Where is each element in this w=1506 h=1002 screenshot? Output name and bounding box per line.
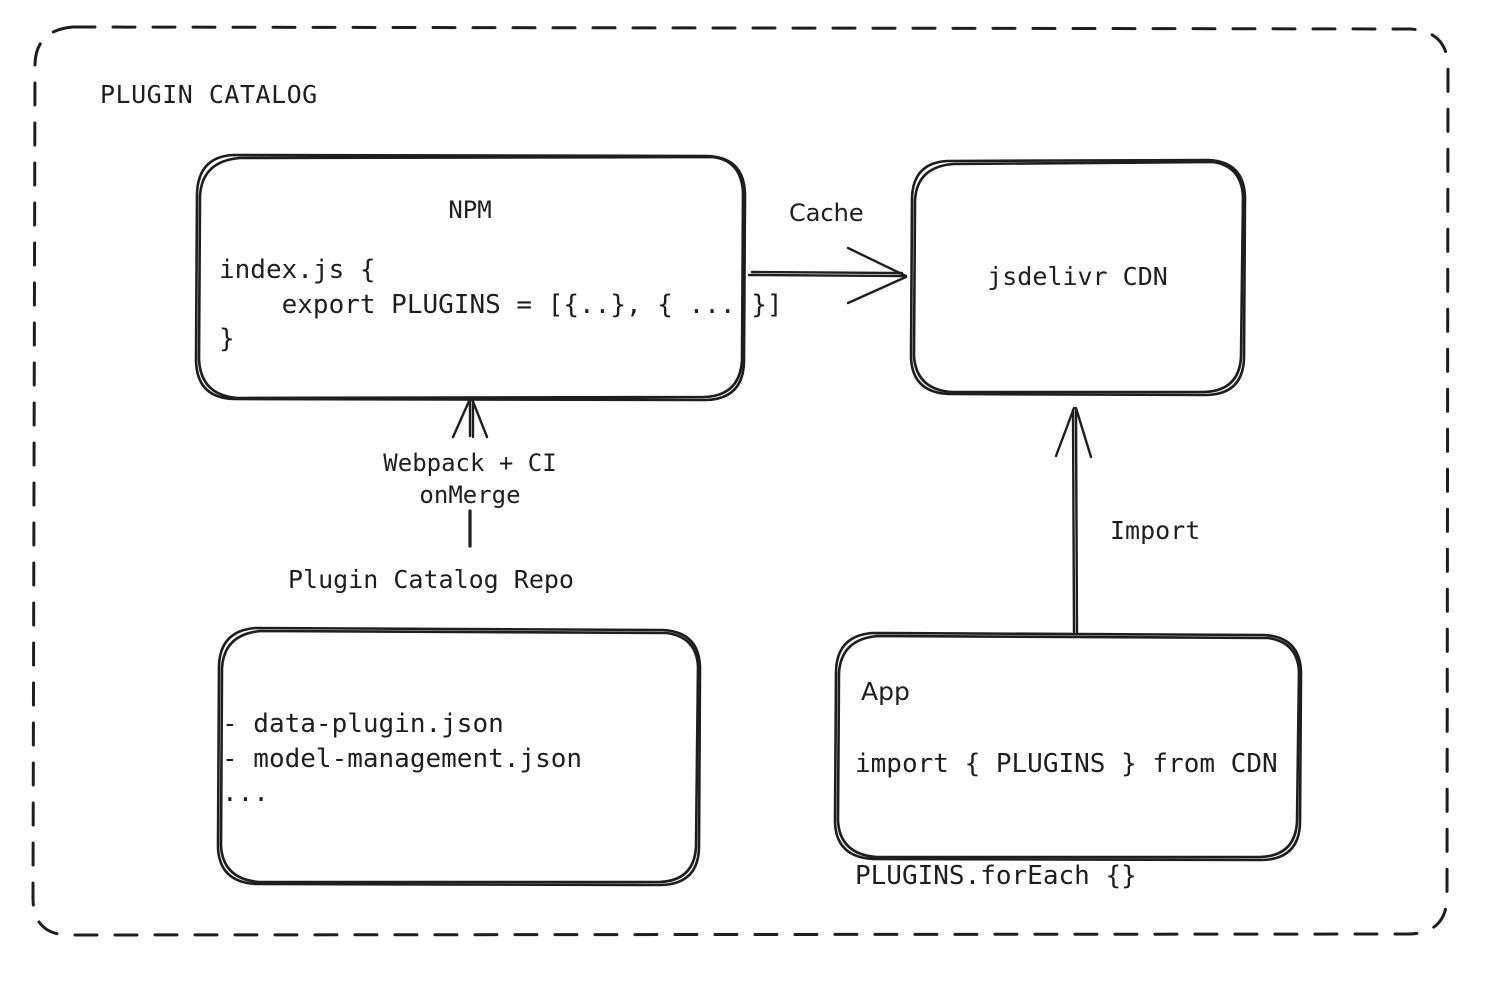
build-arrow xyxy=(451,397,489,439)
npm-node-code: index.js { export PLUGINS = [{..}, { ...… xyxy=(219,255,783,355)
cache-edge-label: Cache xyxy=(789,199,864,227)
app-node-title: App xyxy=(861,677,910,706)
repo-node-file-list: - data-plugin.json - model-management.js… xyxy=(222,709,583,809)
import-edge-label: Import xyxy=(1110,516,1201,545)
build-edge-label: Webpack + CI onMerge xyxy=(383,449,557,510)
import-arrow xyxy=(1054,406,1093,634)
repo-node-caption: Plugin Catalog Repo xyxy=(288,565,574,594)
npm-node-title: NPM xyxy=(448,196,492,224)
cdn-node-title: jsdelivr CDN xyxy=(987,262,1168,291)
page-title: PLUGIN CATALOG xyxy=(100,80,318,109)
app-node-code: import { PLUGINS } from CDN PLUGINS.forE… xyxy=(855,749,1278,891)
